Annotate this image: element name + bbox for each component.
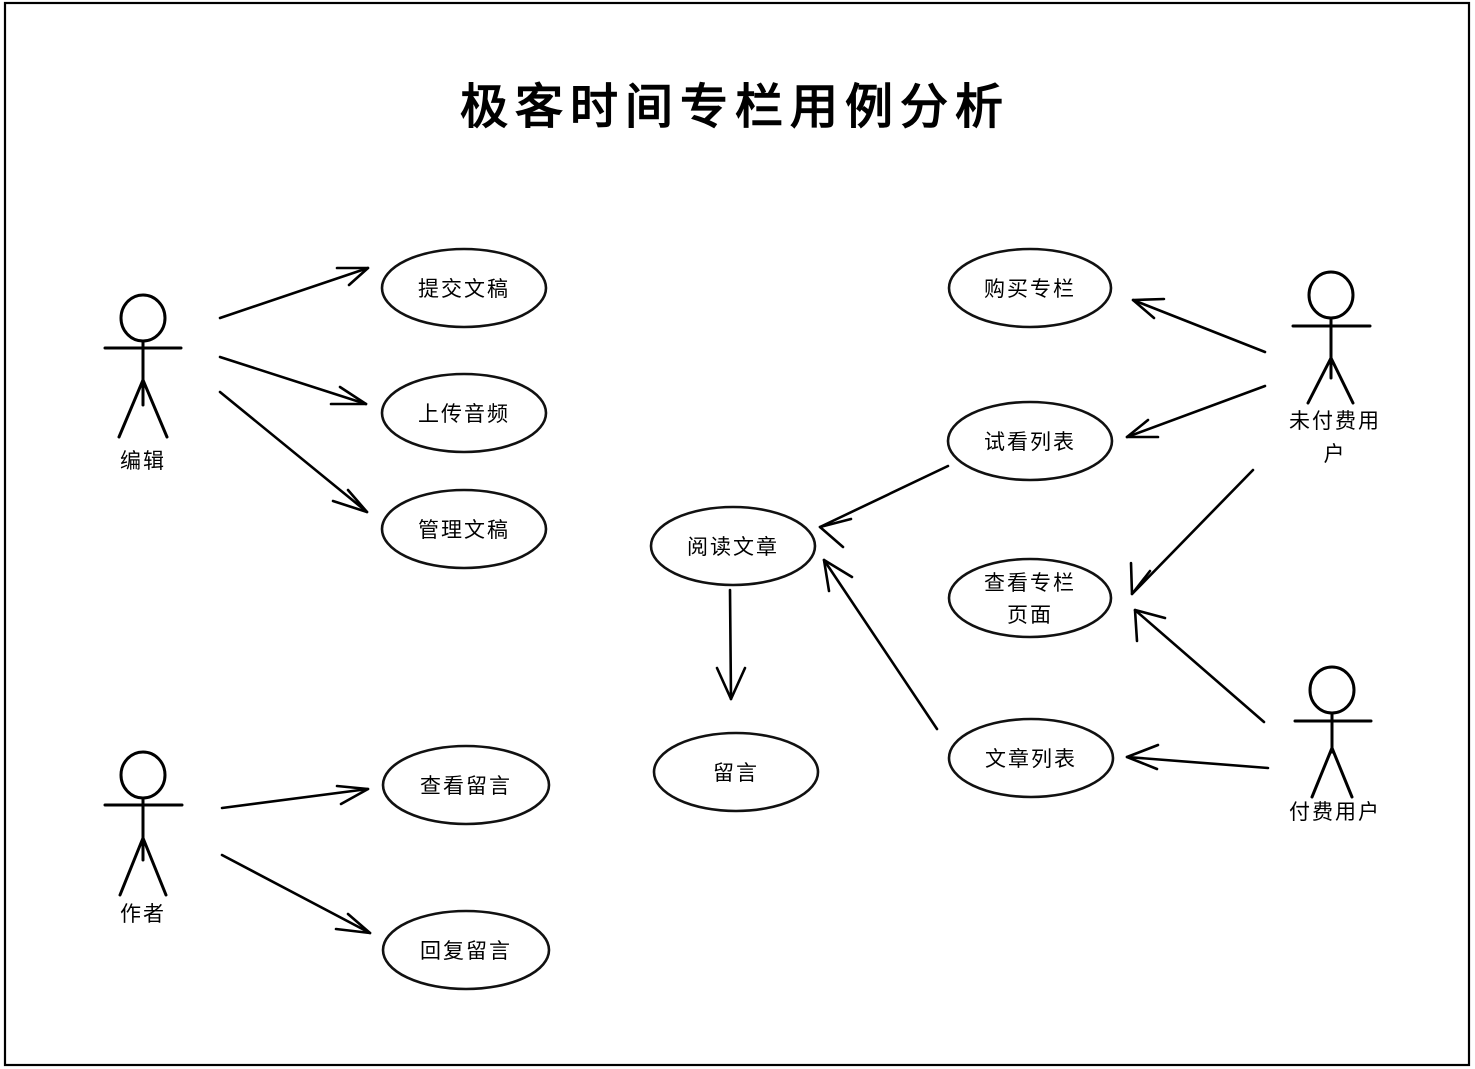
usecase-ellipse [380,247,548,329]
link-paid-user-to-article-list [1125,743,1270,771]
actor-leg-right [1330,746,1354,799]
link-preview-list-to-read-article [818,464,950,549]
actor-label-line2: 户 [1324,442,1347,466]
usecase-label: 阅读文章 [687,535,779,559]
actor-author[interactable]: 作者 [103,750,184,926]
usecase-label: 提交文稿 [418,277,510,301]
actor-label: 付费用户 [1289,800,1381,824]
usecase-read-article[interactable]: 阅读文章 [649,505,817,587]
link-article-list-to-read-article [822,558,939,731]
link-editor-to-submit-draft [218,266,370,320]
actor-label: 编辑 [120,449,166,473]
link-paid-user-to-view-column-page [1133,608,1266,724]
link-free-user-to-preview-list [1125,384,1267,439]
actor-leg-left [1310,746,1334,799]
actor-label: 作者 [120,902,166,926]
usecase-view-column-page[interactable]: 查看专栏 页面 [947,557,1113,639]
link-read-article-to-leave-comment [715,588,747,701]
actor-leg-right [141,378,169,439]
actor-head [119,750,167,800]
usecase-ellipse [381,909,551,991]
usecase-label: 试看列表 [984,430,1076,454]
actor-leg-left [117,378,145,439]
usecase-ellipse [380,372,548,454]
actor-leg-right [1329,356,1355,405]
usecase-label: 查看留言 [420,774,512,798]
usecase-label: 回复留言 [420,939,512,963]
page-title: 极客时间专栏用例分析 [460,79,1010,135]
usecase-ellipse [380,488,548,570]
usecase-upload-audio[interactable]: 上传音频 [380,372,548,454]
actor-head [1307,270,1355,320]
link-author-to-reply-comments [220,853,372,935]
link-author-to-view-comments [220,784,370,810]
usecase-submit-draft[interactable]: 提交文稿 [380,247,548,329]
usecase-label-line1: 查看专栏 [984,571,1076,595]
usecase-manage-draft[interactable]: 管理文稿 [380,488,548,570]
usecase-ellipse [649,505,817,587]
usecase-ellipse [381,744,551,826]
link-free-user-to-buy-column [1131,297,1267,354]
usecase-label: 文章列表 [985,747,1077,771]
usecase-label: 管理文稿 [418,518,510,542]
usecase-preview-list[interactable]: 试看列表 [946,400,1114,482]
actor-leg-left [1306,356,1333,405]
usecase-ellipse [947,717,1115,799]
actor-paid-user[interactable]: 付费用户 [1289,665,1381,824]
usecase-buy-column[interactable]: 购买专栏 [947,247,1113,329]
usecase-label: 购买专栏 [984,277,1076,301]
usecase-ellipse [652,731,820,813]
usecase-label: 留言 [713,761,759,785]
usecase-article-list[interactable]: 文章列表 [947,717,1115,799]
usecase-label: 上传音频 [418,402,510,426]
usecase-view-comments[interactable]: 查看留言 [381,744,551,826]
actor-head [1308,665,1356,715]
actor-label-line1: 未付费用 [1289,409,1381,433]
usecase-ellipse [947,557,1113,639]
link-free-user-to-view-column-page [1129,468,1255,596]
link-editor-to-manage-draft [218,390,369,514]
usecase-leave-comment[interactable]: 留言 [652,731,820,813]
actor-free-user[interactable]: 未付费用 户 [1289,270,1381,466]
usecase-ellipse [947,247,1113,329]
page-border [3,1,1471,1067]
usecase-label-line2: 页面 [1007,603,1053,627]
actor-leg-right [141,836,168,897]
usecase-reply-comments[interactable]: 回复留言 [381,909,551,991]
usecase-ellipse [946,400,1114,482]
actor-leg-left [118,836,145,897]
actor-editor[interactable]: 编辑 [103,293,183,473]
actor-head [119,293,167,343]
link-editor-to-upload-audio [218,355,368,406]
